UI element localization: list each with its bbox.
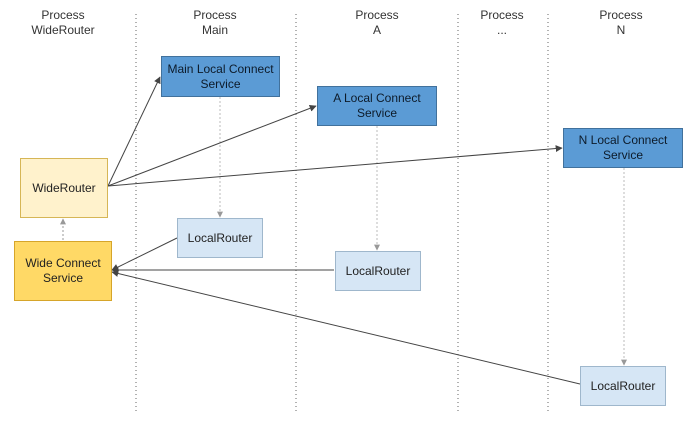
node-label: LocalRouter xyxy=(345,263,411,278)
column-header-line: ... xyxy=(496,23,507,37)
column-header-dots: Process ... xyxy=(447,8,557,38)
local-router-main-node[interactable]: LocalRouter xyxy=(177,218,263,258)
column-header-n: Process N xyxy=(566,8,676,38)
column-header-line: Process xyxy=(193,8,237,22)
n-local-connect-service-node[interactable]: N Local Connect Service xyxy=(563,128,683,168)
node-label: Wide Connect Service xyxy=(25,256,101,285)
edge-widerouter-to-aservice xyxy=(107,104,317,187)
column-header-line: WideRouter xyxy=(31,23,95,37)
column-header-line: Process xyxy=(480,8,524,22)
column-header-main: Process Main xyxy=(160,8,270,38)
wide-router-node[interactable]: WideRouter xyxy=(20,158,108,218)
column-header-line: Main xyxy=(201,23,228,37)
node-label: WideRouter xyxy=(32,180,96,195)
edge-widerouter-to-nservice xyxy=(107,145,563,187)
edge-widerouter-to-mainservice xyxy=(107,76,161,187)
column-header-line: Process xyxy=(599,8,643,22)
edge-mainrouter-to-wideconnect xyxy=(111,237,178,271)
node-label: Main Local Connect Service xyxy=(167,61,274,91)
a-local-connect-service-node[interactable]: A Local Connect Service xyxy=(317,86,437,126)
local-router-a-node[interactable]: LocalRouter xyxy=(335,251,421,291)
main-local-connect-service-node[interactable]: Main Local Connect Service xyxy=(161,56,280,97)
column-header-widerouter: Process WideRouter xyxy=(8,8,118,38)
node-label: A Local Connect Service xyxy=(333,91,421,120)
column-header-a: Process A xyxy=(322,8,432,38)
column-header-line: Process xyxy=(355,8,399,22)
local-router-n-node[interactable]: LocalRouter xyxy=(580,366,666,406)
column-header-line: Process xyxy=(41,8,85,22)
node-label: N Local Connect Service xyxy=(578,133,668,162)
node-label: LocalRouter xyxy=(187,230,253,245)
column-header-line: N xyxy=(616,23,626,37)
edge-nrouter-to-wideconnect xyxy=(111,270,581,385)
column-header-line: A xyxy=(372,23,381,37)
node-label: LocalRouter xyxy=(590,378,656,393)
wide-connect-service-node[interactable]: Wide Connect Service xyxy=(14,241,112,301)
